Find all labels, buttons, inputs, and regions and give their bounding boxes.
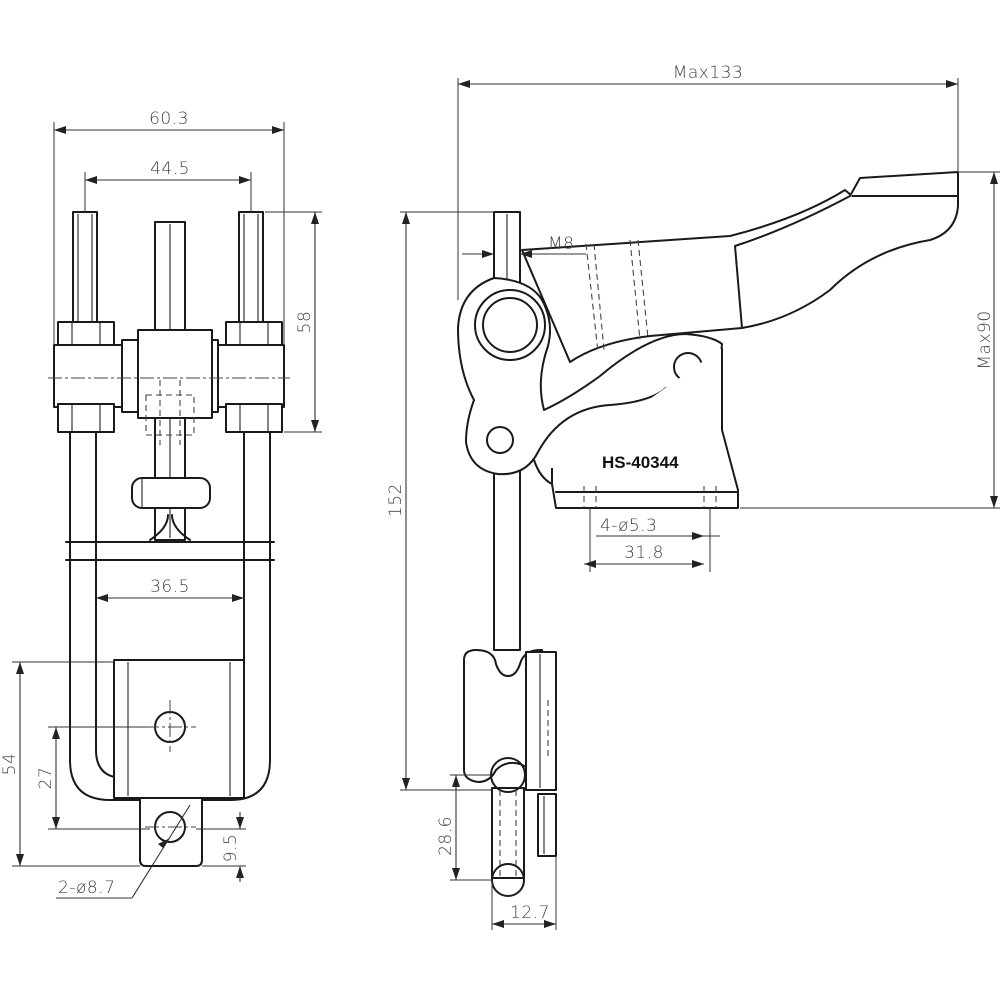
hidden-pin <box>145 380 195 445</box>
dim-stud-spacing: 44.5 <box>84 159 252 212</box>
dim-text-36-5: 36.5 <box>150 577 190 597</box>
dim-text-m8: M8 <box>548 234 574 254</box>
clamp-body: HS-40344 <box>457 277 739 509</box>
lower-nuts <box>57 403 283 433</box>
handle <box>521 171 959 363</box>
dim-overall-width: 60.3 <box>53 109 285 345</box>
dim-text-holes: 2-ø8.7 <box>58 878 115 898</box>
dim-max-height: Max90 <box>740 171 1000 509</box>
dim-stud-length: 58 <box>265 211 322 433</box>
dim-total-152: 152 <box>386 211 494 791</box>
dim-height-54: 54 <box>0 661 140 867</box>
dim-text-12-7: 12.7 <box>510 903 550 923</box>
dim-base-holes: 4-ø5.3 <box>589 508 720 572</box>
dim-text-60-3: 60.3 <box>149 109 189 129</box>
dim-text-54: 54 <box>0 753 20 776</box>
front-view: 60.3 44.5 58 36.5 <box>0 109 322 899</box>
dim-hook-28-6: 28.6 <box>436 774 492 881</box>
dim-max-length: Max133 <box>457 63 959 300</box>
dim-height-27: 27 <box>36 726 150 830</box>
dim-text-max90: Max90 <box>975 310 995 369</box>
dim-thread: M8 <box>462 234 586 258</box>
dim-inner-width: 36.5 <box>96 577 244 602</box>
dim-holes-leader: 2-ø8.7 <box>56 804 191 899</box>
right-stud <box>238 211 264 325</box>
cross-bar <box>48 329 290 419</box>
dim-text-9-5: 9.5 <box>221 834 241 863</box>
dim-tab-9-5: 9.5 <box>196 812 246 882</box>
dim-text-31-8: 31.8 <box>624 543 664 563</box>
dim-text-max133: Max133 <box>673 63 744 83</box>
dim-text-152: 152 <box>386 483 406 517</box>
dim-hole-spacing: 31.8 <box>584 543 704 568</box>
left-stud <box>72 211 98 325</box>
dim-text-44-5: 44.5 <box>150 159 190 179</box>
dim-text-27: 27 <box>36 767 56 790</box>
dim-text-28-6: 28.6 <box>436 816 456 856</box>
hook-bottom <box>463 649 557 897</box>
dim-hook-12-7: 12.7 <box>491 856 557 930</box>
pivot-pin <box>131 477 211 509</box>
side-view: HS-40344 Max133 <box>386 63 1000 930</box>
dim-text-58: 58 <box>295 311 315 334</box>
model-label: HS-40344 <box>602 453 679 472</box>
lower-bracket <box>113 659 245 867</box>
dim-text-base-holes: 4-ø5.3 <box>600 516 657 536</box>
